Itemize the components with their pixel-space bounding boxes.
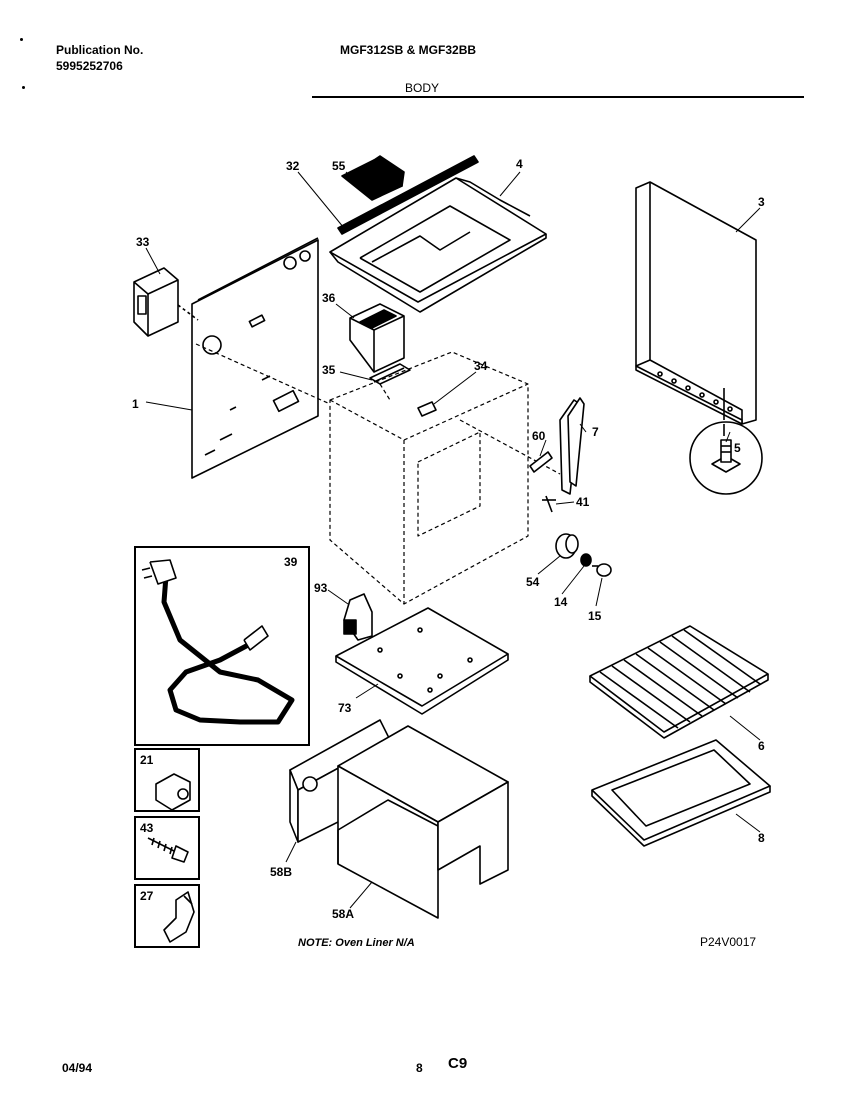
publication-number: 5995252706 [56,59,123,73]
ring-part-14 [580,553,592,567]
label-14: 14 [554,595,568,609]
part-21-inset-box: 21 [134,748,200,812]
bracket-part-33 [133,267,179,337]
label-58A: 58A [332,907,354,921]
clip-part-21 [155,773,191,811]
screw-part-43 [147,837,189,863]
channel-part-55 [341,155,405,201]
label-60: 60 [532,429,546,443]
label-54: 54 [526,575,540,589]
label-41: 41 [576,495,590,509]
part-27-inset-box: 27 [134,884,200,948]
section-title: BODY [405,81,440,95]
label-58B: 58B [270,865,292,879]
label-15: 15 [588,609,602,623]
clip-part-34 [417,401,437,417]
leader-lines [145,171,761,909]
margin-dot [22,86,25,89]
label-33: 33 [136,235,150,249]
label-5: 5 [734,441,741,455]
bottom-plate-part-73 [335,607,509,715]
footer-date: 04/94 [62,1061,93,1075]
power-cord-part-39 [141,559,295,725]
side-panel-part-3 [635,181,757,425]
margin-dot [20,38,23,41]
power-cord-inset-box: 39 [134,546,310,746]
rear-panel-part [191,237,319,479]
part-43-inset-box: 43 [134,816,200,880]
label-6: 6 [758,739,765,753]
strip-part-32 [337,155,479,235]
kick-panel-part-58A [337,725,509,919]
footer-code: C9 [448,1055,468,1072]
label-3: 3 [758,195,765,209]
top-pan-part-4 [329,177,547,313]
label-8: 8 [758,831,765,845]
label-73: 73 [338,701,352,715]
hinge-part-7 [559,397,585,495]
clip-part-27 [163,891,195,943]
label-43: 43 [140,821,154,835]
header-rule [312,96,804,98]
label-1: 1 [132,397,139,411]
label-35: 35 [322,363,336,377]
screw-part-41 [542,495,556,513]
label-7: 7 [592,425,599,439]
label-34: 34 [474,359,488,373]
label-93: 93 [314,581,328,595]
model-title: MGF312SB & MGF32BB [340,43,477,57]
broiler-pan-part-8 [591,739,771,847]
label-27: 27 [140,889,154,903]
socket-part-54 [555,533,579,559]
label-55: 55 [332,159,346,173]
footer-page: 8 [416,1061,423,1075]
label-4: 4 [516,157,523,171]
bracket-part-93 [343,593,373,641]
label-32: 32 [286,159,300,173]
label-39: 39 [284,555,298,569]
bracket-part-60 [529,451,553,473]
duct-part-36 [349,303,405,373]
oven-liner-note: NOTE: Oven Liner N/A [298,937,415,949]
bulb-part-15 [592,563,612,577]
leveling-leg-part-5 [689,421,763,495]
label-36: 36 [322,291,336,305]
oven-rack-part-6 [589,625,769,739]
diagram-code: P24V0017 [700,935,757,949]
publication-label: Publication No. [56,43,144,57]
label-21: 21 [140,753,154,767]
